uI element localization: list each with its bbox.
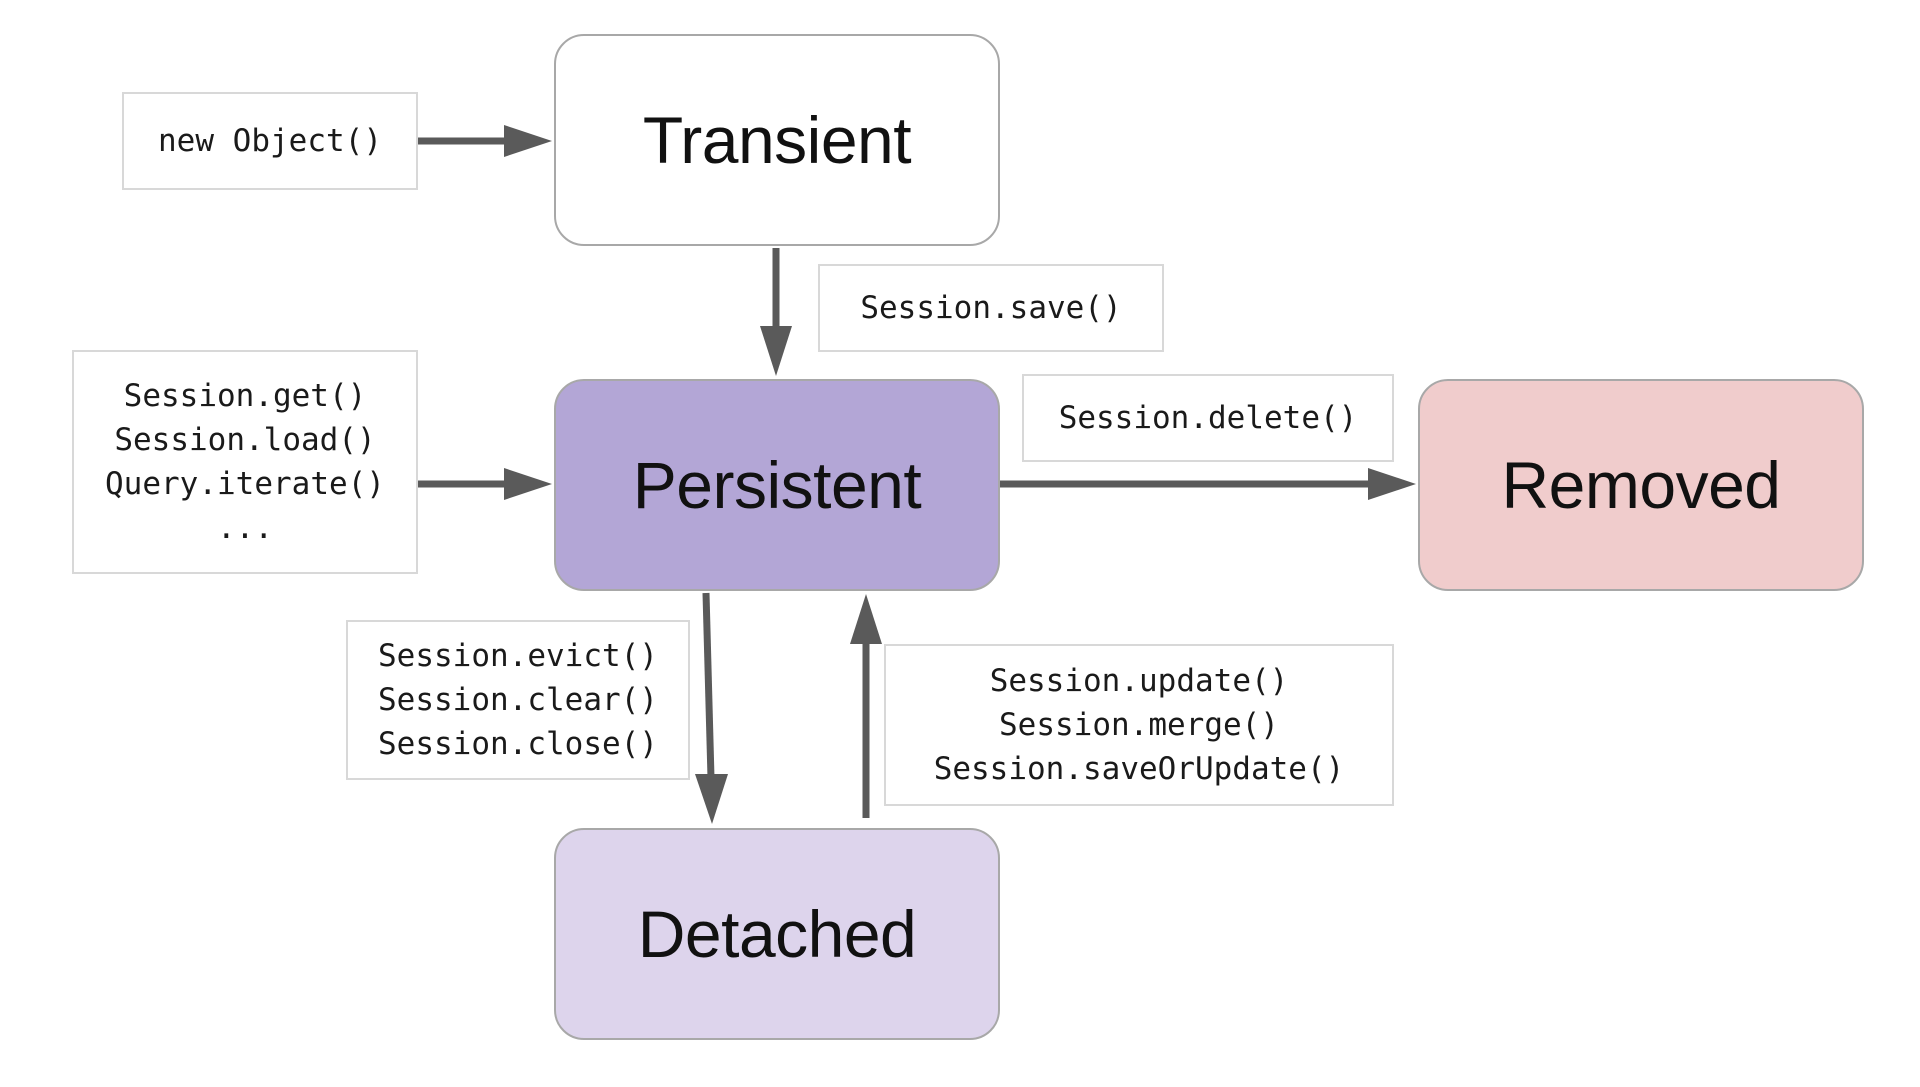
state-removed-label: Removed (1501, 448, 1781, 522)
transition-label-load: Session.get() Session.load() Query.itera… (72, 350, 418, 574)
state-detached: Detached (554, 828, 1000, 1040)
state-transient-label: Transient (642, 103, 912, 177)
method-label: Session.update() (989, 663, 1289, 699)
arrow-detached-to-persistent (850, 594, 882, 818)
ellipsis-label: ... (217, 510, 273, 546)
method-label: new Object() (158, 123, 382, 159)
method-label: Session.save() (860, 290, 1122, 326)
transition-label-reattach: Session.update() Session.merge() Session… (884, 644, 1394, 806)
arrow-persistent-to-removed (1000, 468, 1416, 500)
method-label: Session.load() (114, 422, 376, 458)
transition-label-save: Session.save() (818, 264, 1164, 352)
arrow-persistent-to-detached (695, 592, 728, 824)
state-detached-label: Detached (637, 897, 917, 971)
method-label: Session.clear() (378, 682, 658, 718)
method-label: Session.evict() (378, 638, 658, 674)
state-transient: Transient (554, 34, 1000, 246)
method-label: Session.saveOrUpdate() (933, 751, 1345, 787)
arrow-transient-to-persistent (760, 248, 792, 376)
arrow-load-to-persistent (418, 468, 552, 500)
method-label: Session.close() (378, 726, 658, 762)
transition-label-new-object: new Object() (122, 92, 418, 190)
transition-label-detach: Session.evict() Session.clear() Session.… (346, 620, 690, 780)
method-label: Session.merge() (999, 707, 1279, 743)
state-removed: Removed (1418, 379, 1864, 591)
method-label: Query.iterate() (105, 466, 385, 502)
arrow-new-to-transient (418, 125, 552, 157)
state-persistent-label: Persistent (632, 448, 922, 522)
state-persistent: Persistent (554, 379, 1000, 591)
transition-label-delete: Session.delete() (1022, 374, 1394, 462)
method-label: Session.get() (123, 378, 367, 414)
method-label: Session.delete() (1058, 400, 1358, 436)
